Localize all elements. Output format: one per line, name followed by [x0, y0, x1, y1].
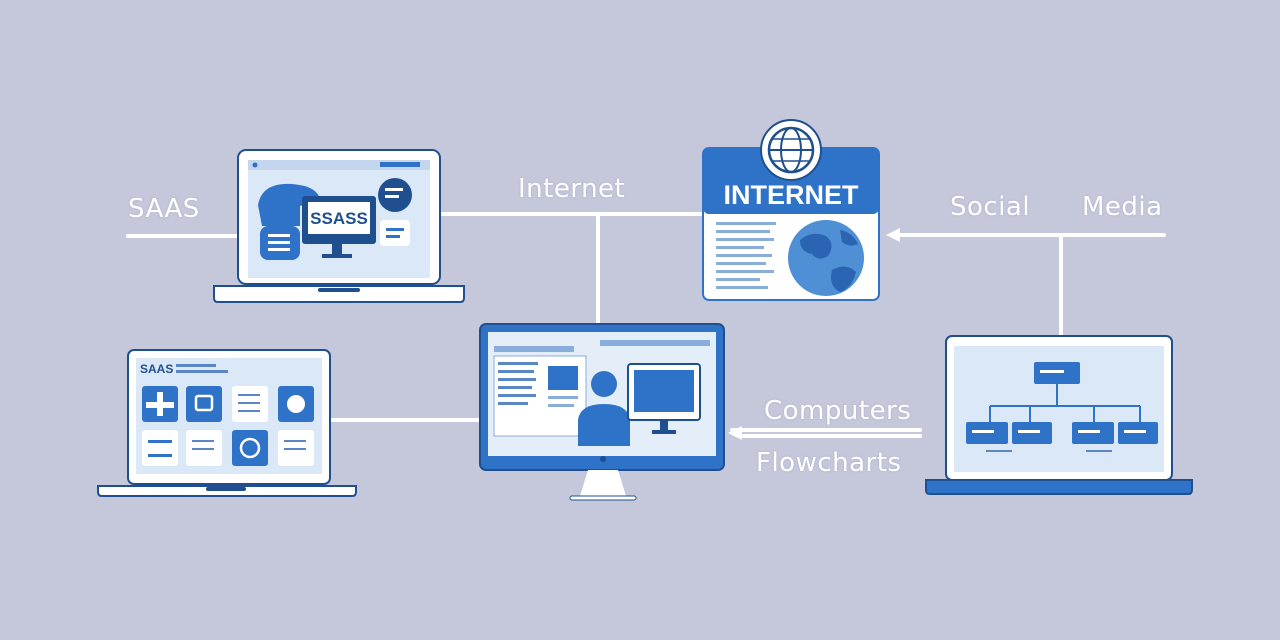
internet-panel	[702, 119, 880, 301]
flowcharts-label: Flowcharts	[756, 448, 902, 478]
app-grid-header-text: SAAS	[140, 362, 173, 376]
social-label: Social	[950, 192, 1031, 222]
internet-label: Internet	[518, 174, 626, 204]
saas-laptop	[213, 149, 465, 303]
computers-label: Computers	[764, 396, 912, 426]
media-label: Media	[1082, 192, 1163, 222]
saas-label: SAAS	[128, 194, 200, 224]
app-grid-laptop	[97, 349, 357, 497]
internet-panel-title: INTERNET	[724, 180, 860, 210]
power-indicator	[600, 456, 606, 462]
desktop-monitor	[479, 323, 725, 501]
saas-screen-text: SSASS	[310, 209, 368, 228]
earth-globe-icon	[788, 220, 864, 296]
flowchart-laptop	[925, 335, 1193, 495]
social-arrowhead	[886, 228, 900, 242]
computers-arrowhead	[728, 426, 742, 440]
